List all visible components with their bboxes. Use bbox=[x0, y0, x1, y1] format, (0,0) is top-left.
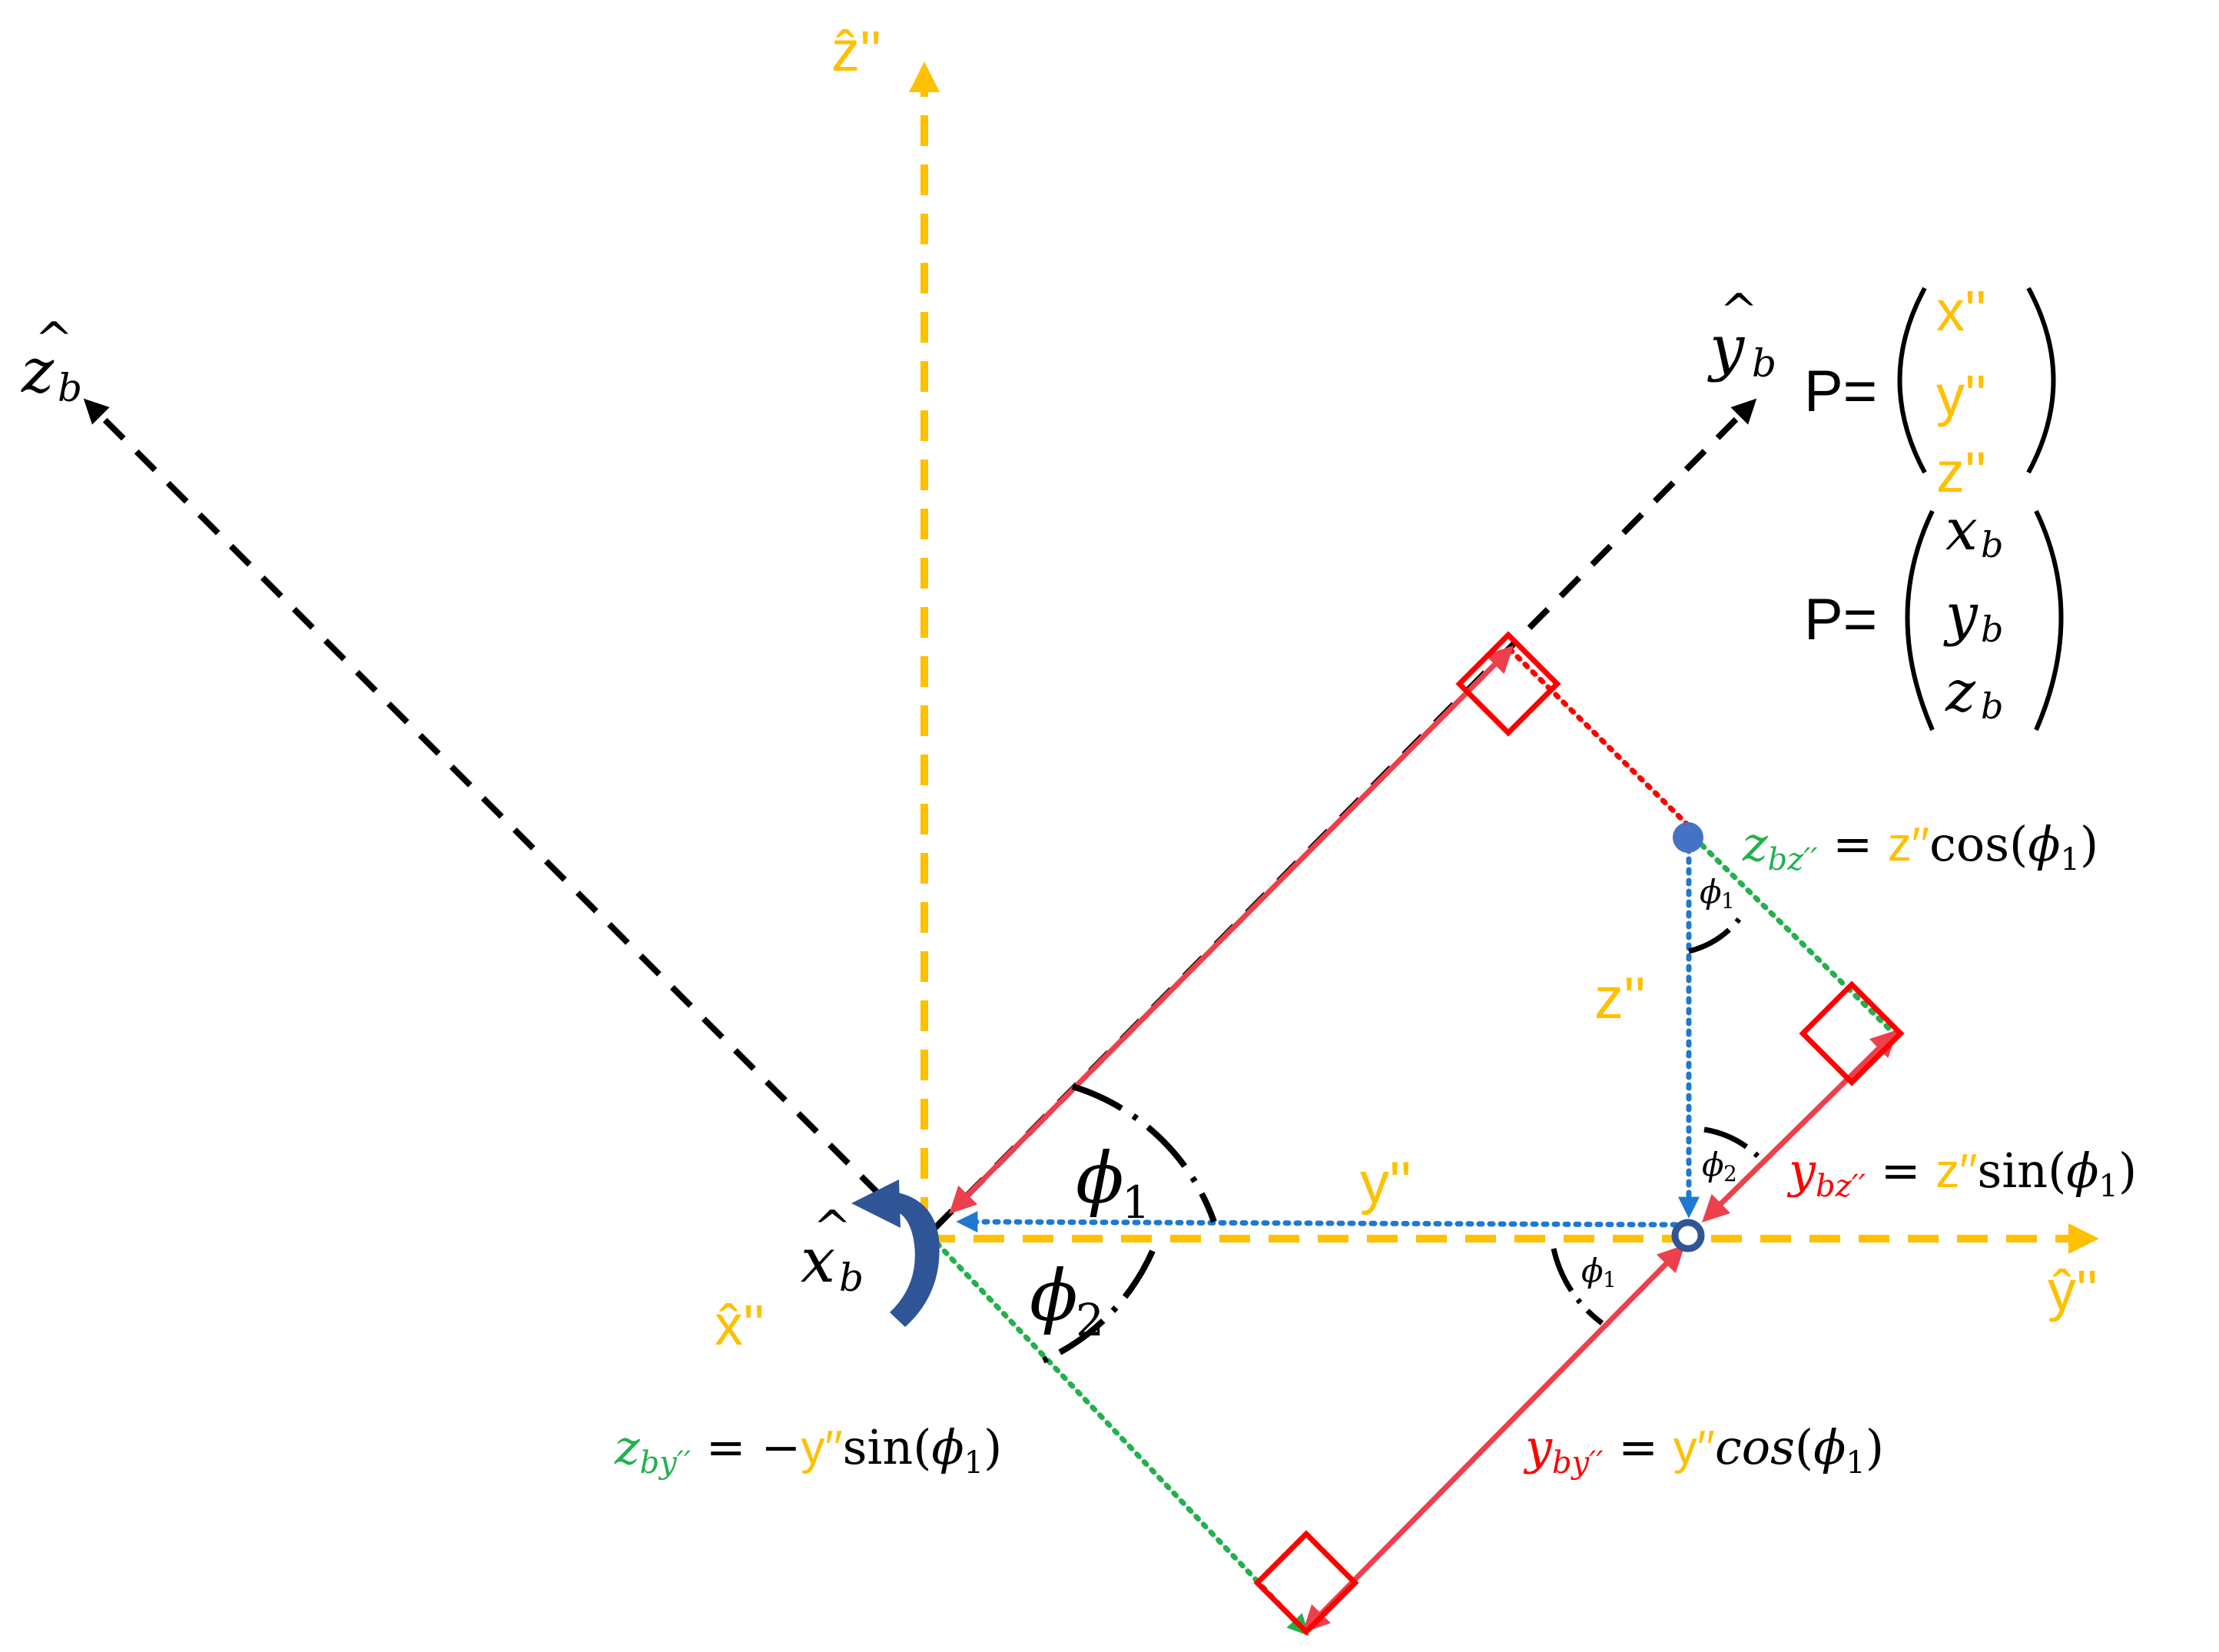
y-b-axis-label: ^ y b bbox=[1707, 284, 1776, 386]
phi2-large-sub: 2 bbox=[1076, 1294, 1104, 1346]
phi2-large-base: ϕ bbox=[1030, 1255, 1078, 1337]
p-body-z-sub: b bbox=[1981, 685, 2003, 727]
green-projection-lower bbox=[927, 1232, 1309, 1637]
p-primed-right-paren bbox=[2026, 287, 2056, 474]
p-body-z-base: z bbox=[1945, 658, 1976, 725]
phi2-large-label: ϕ 2 bbox=[1030, 1255, 1104, 1346]
p-primed-z: z'' bbox=[1936, 440, 1986, 504]
x-b-hat: ^ bbox=[813, 1201, 851, 1255]
right-angle-marker-bottom bbox=[1253, 1530, 1359, 1636]
y-double-prime-label: y'' bbox=[1360, 1150, 1411, 1216]
z-double-prime-label: z'' bbox=[1594, 966, 1646, 1031]
phi2-small-label: ϕ 2 bbox=[1702, 1146, 1737, 1186]
x-b-sub: b bbox=[839, 1256, 864, 1300]
right-angle-marker-top bbox=[1455, 631, 1561, 737]
p-primed-x: x'' bbox=[1936, 279, 1986, 343]
z-b-axis-label: ^ z b bbox=[21, 313, 82, 410]
phi1-small-lower-sub: 1 bbox=[1603, 1267, 1617, 1292]
p-body-x-sub: b bbox=[1981, 524, 2003, 566]
x-double-prime-axis-label: x̂'' bbox=[715, 1293, 765, 1357]
x-b-axis-label: ^ x b bbox=[801, 1201, 864, 1300]
phi1-small-lower-base: ϕ bbox=[1581, 1252, 1604, 1289]
equation-y-by: yby′′ = y′′cos(ϕ1) bbox=[1523, 1419, 1884, 1481]
p-body-y-sub: b bbox=[1981, 609, 2003, 650]
z-b-hat: ^ bbox=[35, 313, 73, 367]
right-angle-marker-right bbox=[1799, 980, 1905, 1086]
z-b-base: z bbox=[21, 335, 55, 406]
point-p bbox=[1671, 1219, 1705, 1252]
y-b-component-vector bbox=[949, 645, 1514, 1214]
z-double-prime-axis-label: ẑ'' bbox=[831, 19, 881, 83]
y-bz-vector bbox=[1702, 1030, 1898, 1222]
phi1-arc-lower bbox=[1551, 1248, 1604, 1325]
p-primed-y: y'' bbox=[1936, 363, 1986, 427]
z-b-sub: b bbox=[58, 366, 82, 410]
p-body-x-base: x bbox=[1945, 497, 1978, 563]
y-by-vector bbox=[1302, 1245, 1685, 1633]
equation-z-by: zby′′ = −y′′sin(ϕ1) bbox=[614, 1419, 1002, 1481]
y-b-hat: ^ bbox=[1720, 284, 1758, 338]
p-body-left-paren bbox=[1905, 509, 1935, 731]
p-vector-body: P= x b y b z b bbox=[1804, 497, 2064, 731]
phi2-small-sub: 2 bbox=[1723, 1161, 1737, 1186]
phi1-arc-large bbox=[1071, 1083, 1217, 1223]
p-body-right-paren bbox=[2034, 509, 2064, 731]
p-primed-left-paren bbox=[1897, 287, 1927, 474]
y-b-sub: b bbox=[1752, 341, 1776, 386]
rotation-arrowhead-icon bbox=[851, 1179, 901, 1228]
y-b-base: y bbox=[1707, 312, 1746, 383]
equation-y-bz: ybz′′ = z′′sin(ϕ1) bbox=[1786, 1143, 2137, 1204]
phi2-small-base: ϕ bbox=[1702, 1146, 1724, 1183]
equation-z-bz: zbz′′ = z′′cos(ϕ1) bbox=[1742, 816, 2098, 877]
phi1-large-label: ϕ 1 bbox=[1076, 1137, 1150, 1229]
y-double-prime-axis-label: ŷ'' bbox=[2048, 1259, 2098, 1322]
phi1-large-sub: 1 bbox=[1122, 1176, 1150, 1229]
phi1-large-base: ϕ bbox=[1076, 1137, 1124, 1219]
phi1-arc-upper bbox=[1688, 912, 1745, 954]
rotation-arrow-icon bbox=[890, 1191, 940, 1327]
phi2-arc-middle bbox=[1703, 1126, 1764, 1163]
phi1-small-upper-base: ϕ bbox=[1700, 873, 1722, 911]
phi1-small-upper-label: ϕ 1 bbox=[1700, 873, 1735, 914]
phi1-small-lower-label: ϕ 1 bbox=[1581, 1252, 1617, 1292]
p-body-lhs: P= bbox=[1804, 587, 1877, 652]
y-double-prime-vector bbox=[956, 1211, 1690, 1233]
z-b-axis bbox=[83, 398, 882, 1197]
p-primed-lhs: P= bbox=[1804, 359, 1877, 424]
green-projection-upper bbox=[1691, 834, 1901, 1040]
x-b-base: x bbox=[801, 1225, 835, 1296]
phi2-arc-large bbox=[1040, 1249, 1156, 1365]
phi1-small-upper-sub: 1 bbox=[1721, 888, 1735, 914]
red-projection-dotted bbox=[1507, 646, 1697, 834]
p-vector-primed: P= x'' y'' z'' bbox=[1804, 279, 2056, 504]
projected-point bbox=[1673, 822, 1703, 853]
p-body-y-base: y bbox=[1943, 582, 1979, 648]
